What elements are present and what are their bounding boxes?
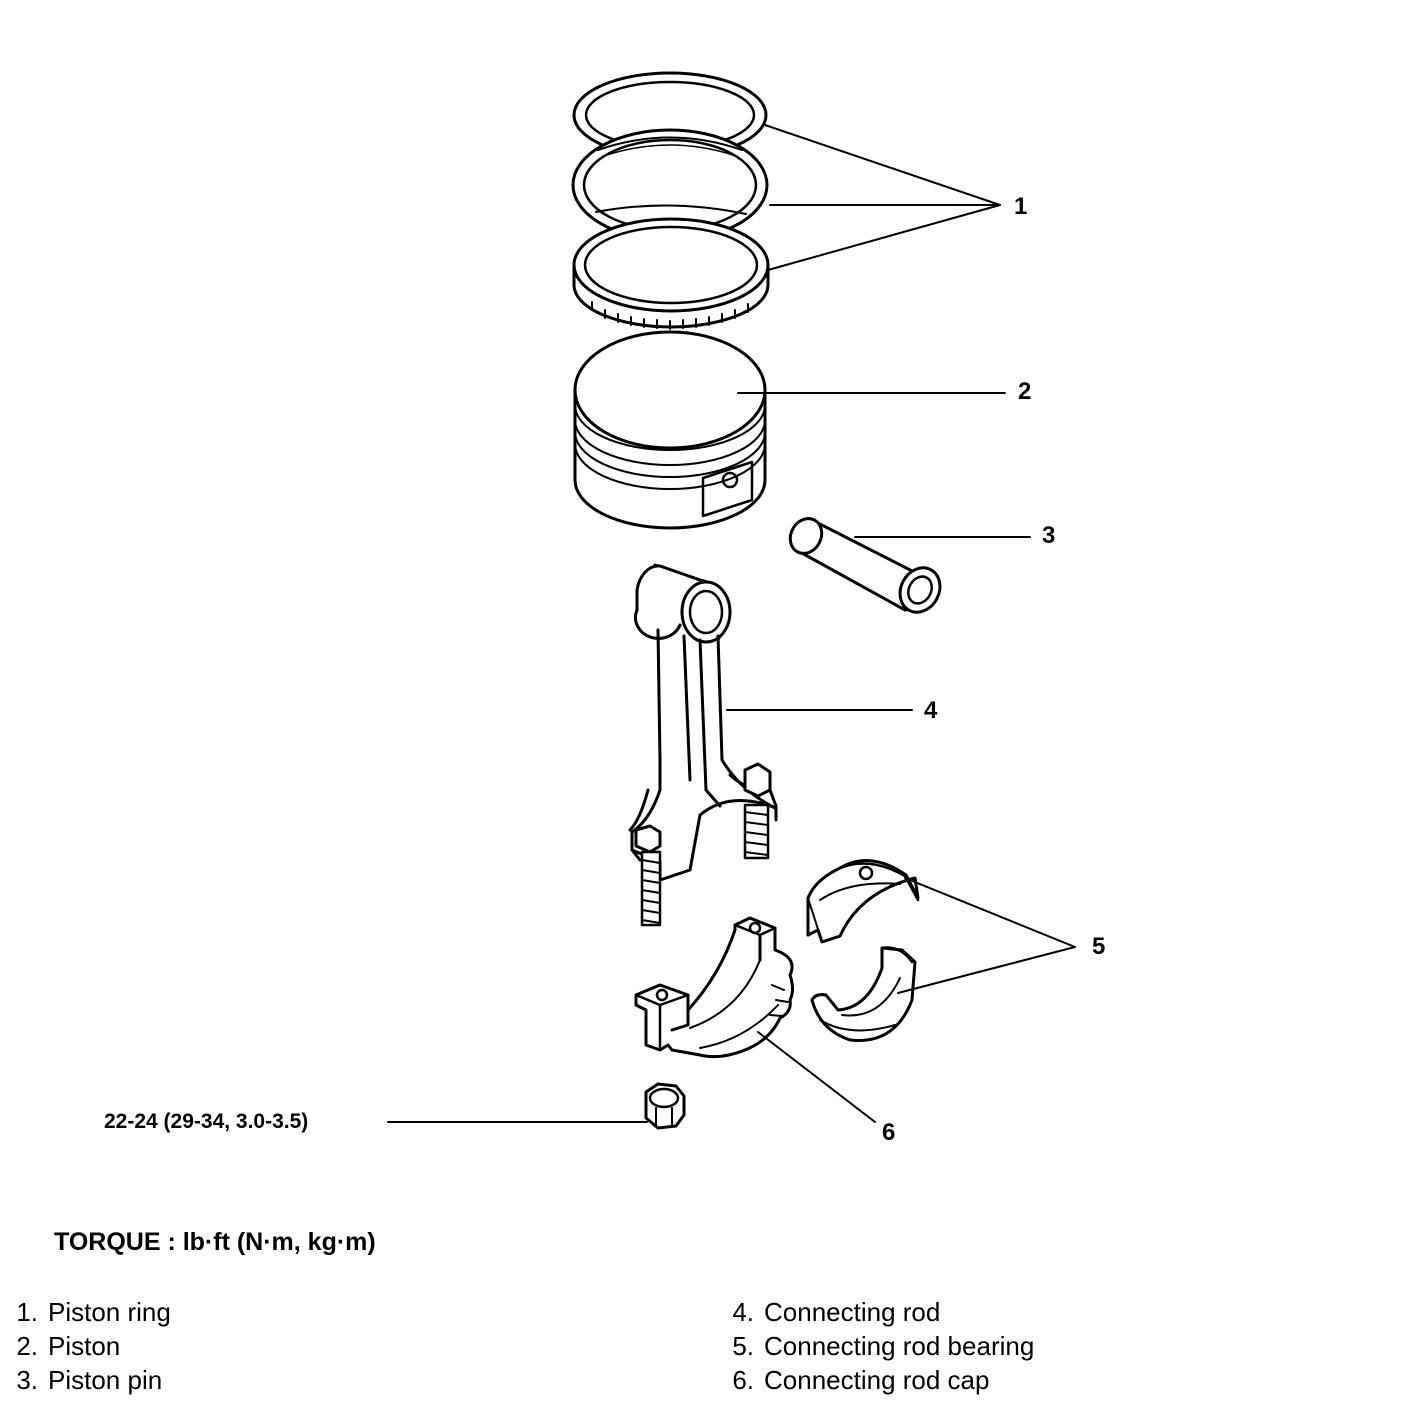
legend-item-number: 6.	[732, 1365, 754, 1395]
legend-item-label: Piston pin	[48, 1365, 163, 1395]
torque-units-legend: TORQUE : lb·ft (N·m, kg·m)	[54, 1228, 376, 1256]
parts-legend-right: 4. Connecting rod 5. Connecting rod bearin…	[716, 1295, 1034, 1397]
parts-legend-left: 1. Piston ring 2. Piston 3. Piston pin	[0, 1295, 171, 1397]
connecting-rod	[628, 563, 778, 927]
legend-item-number: 3.	[16, 1365, 38, 1395]
connecting-rod-bearing-lower	[810, 946, 917, 1042]
legend-item-label: Connecting rod bearing	[764, 1331, 1035, 1361]
callout-6: 6	[882, 1119, 896, 1146]
connecting-rod-bearing-upper	[806, 858, 920, 944]
legend-item-label: Connecting rod cap	[764, 1365, 990, 1395]
rod-cap-nut	[644, 1082, 686, 1130]
legend-item-label: Connecting rod	[764, 1297, 941, 1327]
legend-item: 5. Connecting rod bearing	[716, 1329, 1034, 1363]
legend-item-number: 1.	[16, 1297, 38, 1327]
legend-item-label: Piston ring	[48, 1297, 171, 1327]
callout-5: 5	[1092, 933, 1106, 960]
legend-item: 4. Connecting rod	[716, 1295, 1034, 1329]
legend-item-number: 5.	[732, 1331, 754, 1361]
callout-3: 3	[1042, 522, 1056, 549]
legend-item-number: 4.	[732, 1297, 754, 1327]
legend-item: 1. Piston ring	[0, 1295, 171, 1329]
piston-pin	[788, 517, 942, 614]
callout-2: 2	[1018, 378, 1032, 405]
legend-item: 3. Piston pin	[0, 1363, 171, 1397]
piston	[573, 330, 767, 530]
legend-item: 6. Connecting rod cap	[716, 1363, 1034, 1397]
legend-item: 2. Piston	[0, 1329, 171, 1363]
torque-spec-label: 22-24 (29-34, 3.0-3.5)	[104, 1110, 309, 1133]
legend-item-number: 2.	[16, 1331, 38, 1361]
piston-ring-oil	[572, 204, 770, 330]
legend-item-label: Piston	[48, 1331, 121, 1361]
leader-lines	[387, 124, 1076, 1123]
callout-1: 1	[1014, 193, 1028, 220]
connecting-rod-cap	[634, 916, 794, 1059]
callout-4: 4	[924, 697, 938, 724]
